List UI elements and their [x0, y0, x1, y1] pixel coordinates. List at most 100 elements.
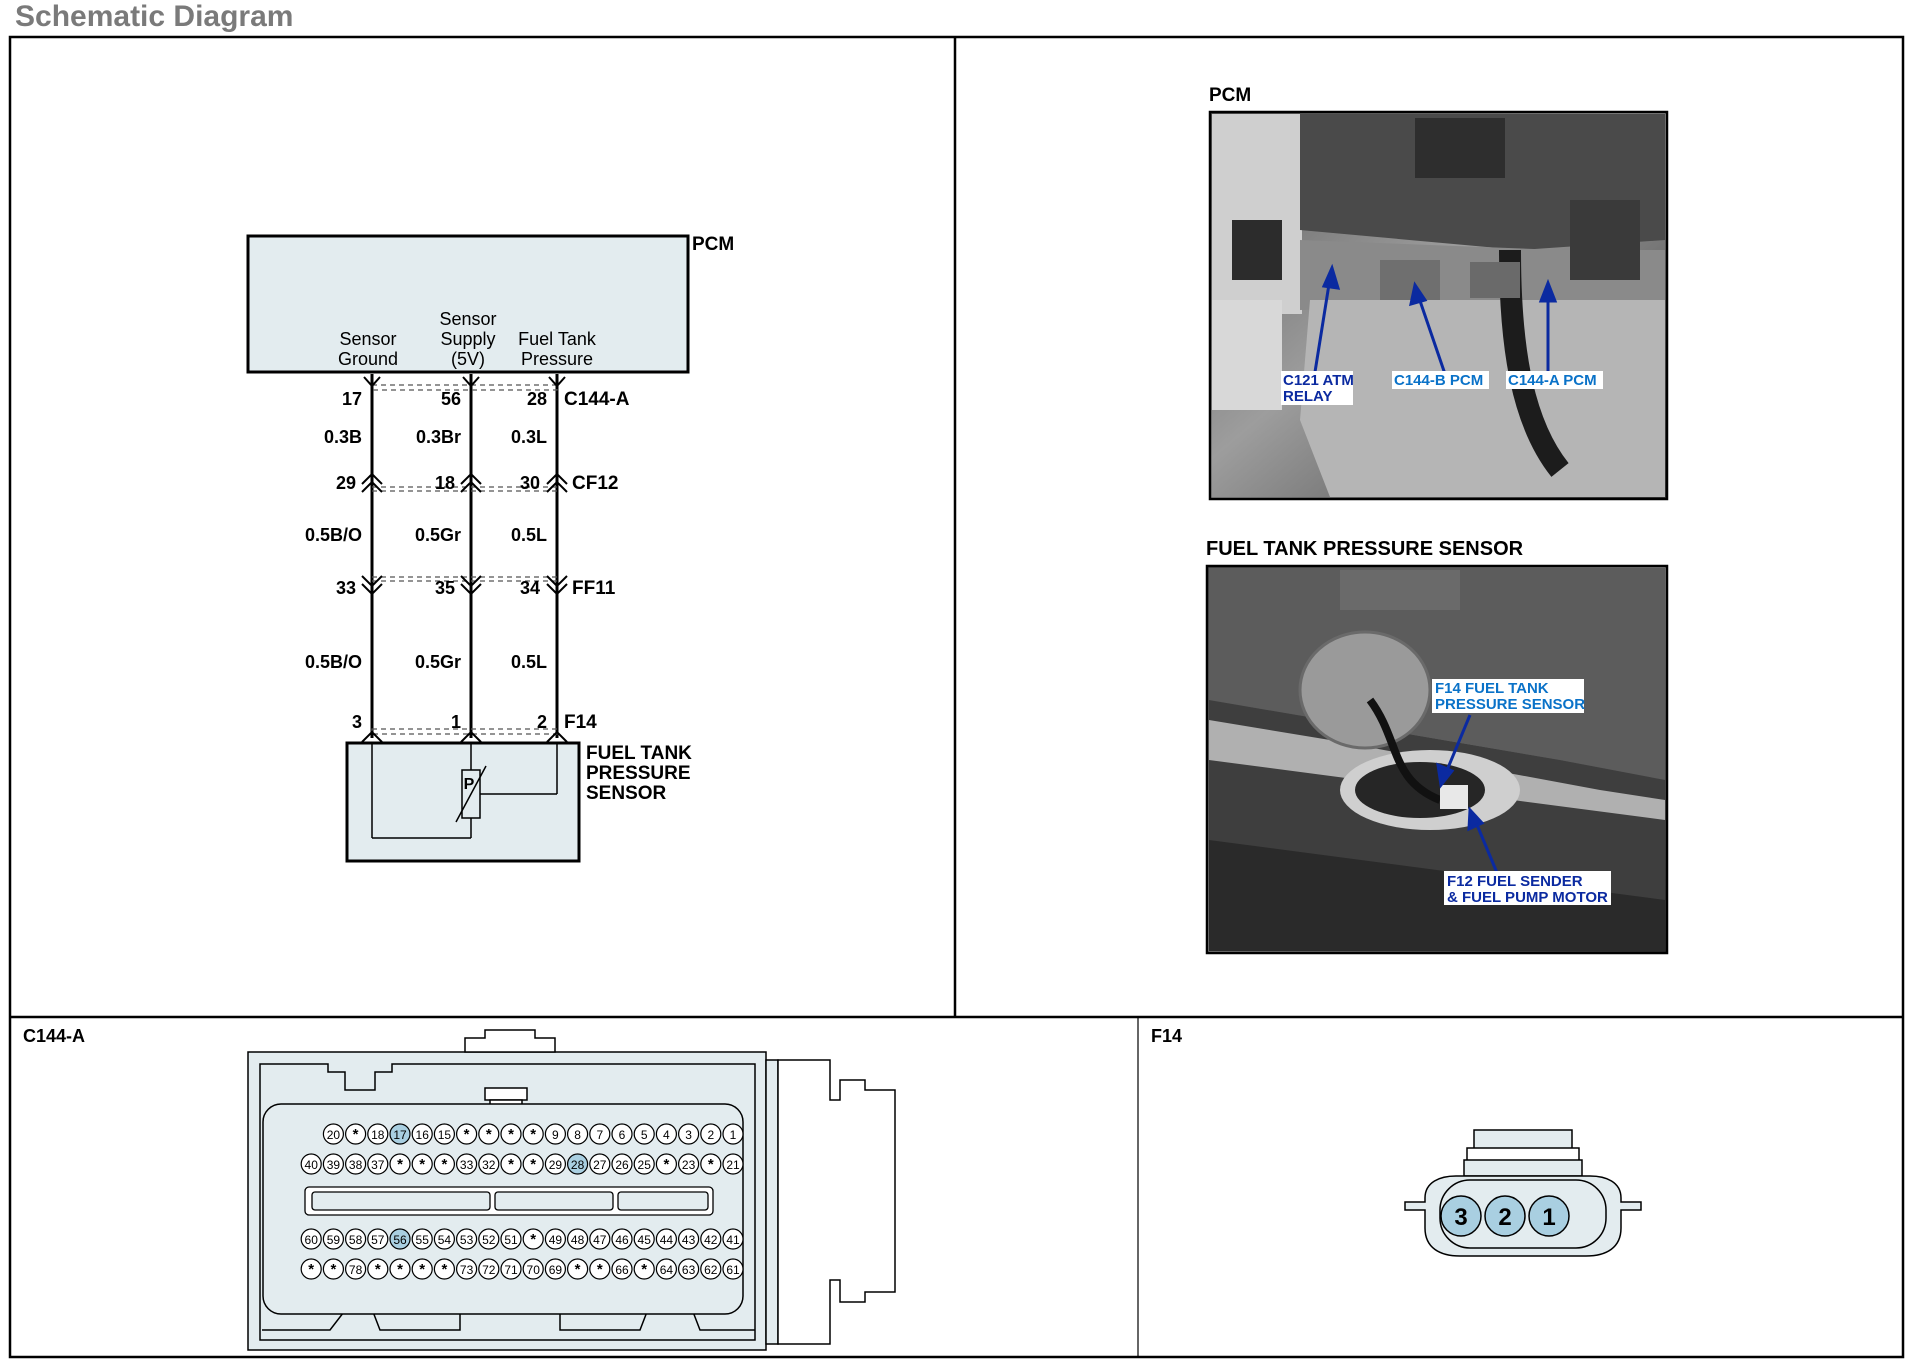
wire-code-1-3: 0.3L — [511, 427, 547, 447]
c144a-pin-circle — [566, 1228, 589, 1250]
c144a-pins: 123456789****15161718*2021*23*2526272829… — [300, 1123, 744, 1280]
cf12-dash — [371, 486, 558, 492]
c144a-pin-circle — [566, 1258, 589, 1280]
pin-label-supply-line1: Sensor — [439, 309, 496, 329]
c144a-pin-label: * — [353, 1126, 359, 1143]
c144a-pin-label: * — [575, 1261, 581, 1278]
sensor-label: FUEL TANK PRESSURE SENSOR — [586, 743, 692, 804]
c144a-pin-label: * — [530, 1231, 536, 1248]
c144a-pin-label: 32 — [482, 1158, 496, 1172]
c144a-pin-circle — [456, 1153, 478, 1175]
c144a-pin-label: * — [508, 1126, 514, 1143]
c144a-pin-circle — [478, 1153, 500, 1175]
pin-c144a-1: 17 — [342, 389, 362, 409]
c144a-pin-label: 4 — [663, 1128, 670, 1142]
pin-label-pressure-line2: Pressure — [521, 349, 593, 369]
c144a-pin-label: * — [641, 1261, 647, 1278]
f14-chevrons — [361, 730, 568, 743]
c144a-pin-label: 78 — [349, 1263, 363, 1277]
pcm-box — [246, 234, 690, 374]
c144a-pin-circle — [322, 1123, 344, 1145]
connector-symbols — [361, 376, 568, 743]
c144a-pin-circle — [367, 1153, 389, 1175]
wire-code-3-3: 0.5L — [511, 652, 547, 672]
wire-code-3-1: 0.5B/O — [305, 652, 362, 672]
pin-label-pressure-line1: Fuel Tank — [518, 329, 597, 349]
c144a-pin-circle — [611, 1258, 633, 1280]
c144a-pin-label: 38 — [349, 1158, 363, 1172]
c144a-pin-label: * — [530, 1156, 536, 1173]
c144a-pin-circle — [500, 1228, 522, 1250]
pin-ff11-1: 33 — [336, 578, 356, 598]
wire-code-3-2: 0.5Gr — [415, 652, 461, 672]
c144a-pin-label: 55 — [416, 1233, 430, 1247]
c144a-pin-circle — [655, 1258, 678, 1280]
c144a-pin-circle — [544, 1228, 567, 1250]
c144a-pin-circle — [411, 1258, 433, 1280]
c144a-pin-circle — [367, 1123, 389, 1145]
wire-code-2-2: 0.5Gr — [415, 525, 461, 545]
c144a-pin-label: 23 — [682, 1158, 696, 1172]
pin-cf12-1: 29 — [336, 473, 356, 493]
c144a-pin-circle — [700, 1153, 722, 1175]
c144a-pin-circle — [544, 1258, 567, 1280]
c144a-pin-circle — [722, 1258, 744, 1280]
c144a-pin-circle — [389, 1228, 411, 1250]
c144a-pin-label: 69 — [549, 1263, 563, 1277]
c144a-pin-label: 39 — [327, 1158, 341, 1172]
c144a-pin-circle — [389, 1258, 411, 1280]
c144a-pin-circle — [433, 1153, 455, 1175]
panel-frames — [8, 35, 1905, 1359]
c144a-pin-circle — [322, 1258, 344, 1280]
c144a-pin-circle — [522, 1228, 544, 1250]
c144a-pin-label: 1 — [730, 1128, 737, 1142]
pcm-callouts: C121 ATM RELAY C144-B PCM C144-A PCM — [1281, 371, 1603, 405]
f14-pin-circle — [1440, 1195, 1482, 1237]
f14-pin-label: 1 — [1542, 1204, 1555, 1231]
callout-c144a: C144-A PCM — [1508, 372, 1597, 389]
pressure-symbol-letter: P — [464, 776, 475, 793]
c144a-pin-label: 64 — [660, 1263, 674, 1277]
wire-code-1-2: 0.3Br — [416, 427, 461, 447]
c144a-pin-label: * — [375, 1261, 381, 1278]
ff11-chevrons — [361, 575, 568, 596]
c144a-pin-circle — [544, 1153, 567, 1175]
c144a-pin-circle — [478, 1258, 500, 1280]
pin-f14-1: 3 — [352, 712, 362, 732]
c144a-pin-circle — [322, 1153, 344, 1175]
c144a-chevrons — [363, 376, 566, 388]
c144a-pin-label: 44 — [660, 1233, 674, 1247]
pcm-photo-details — [1212, 114, 1665, 497]
c144a-pin-circle — [500, 1258, 522, 1280]
c144a-pin-label: * — [486, 1126, 492, 1143]
callout-c121-line1: C121 ATM — [1283, 372, 1354, 389]
c144a-pin-label: * — [597, 1261, 603, 1278]
f14-dash — [371, 728, 558, 735]
c144a-pin-label: 48 — [571, 1233, 585, 1247]
wiring-schematic: PCM Sensor Ground Sensor Supply (5V) Fue… — [246, 234, 734, 863]
pin-ff11-3: 34 — [520, 578, 540, 598]
c144a-pin-circle — [433, 1258, 455, 1280]
wires — [370, 374, 559, 738]
pin-f14-2: 1 — [451, 712, 461, 732]
c144a-center-slot — [304, 1186, 714, 1216]
wire-code-2-1: 0.5B/O — [305, 525, 362, 545]
pin-ff11-2: 35 — [435, 578, 455, 598]
c144a-pin-circle — [522, 1153, 544, 1175]
c144a-pin-circle — [367, 1258, 389, 1280]
c144a-pin-label: 2 — [707, 1128, 714, 1142]
c144a-pin-label: 47 — [593, 1233, 607, 1247]
pin-cf12-3: 30 — [520, 473, 540, 493]
pin-c144a-2: 56 — [441, 389, 461, 409]
c144a-pin-label: 62 — [704, 1263, 718, 1277]
wire-codes: 0.3B 0.3Br 0.3L 0.5B/O 0.5Gr 0.5L 0.5B/O… — [305, 427, 547, 672]
pin-label-supply-line2: Supply — [440, 329, 495, 349]
pin-f14-3: 2 — [537, 712, 547, 732]
pin-cf12-2: 18 — [435, 473, 455, 493]
connector-dashes — [371, 384, 558, 735]
c144a-pin-label: 33 — [460, 1158, 474, 1172]
pin-c144a-3: 28 — [527, 389, 547, 409]
